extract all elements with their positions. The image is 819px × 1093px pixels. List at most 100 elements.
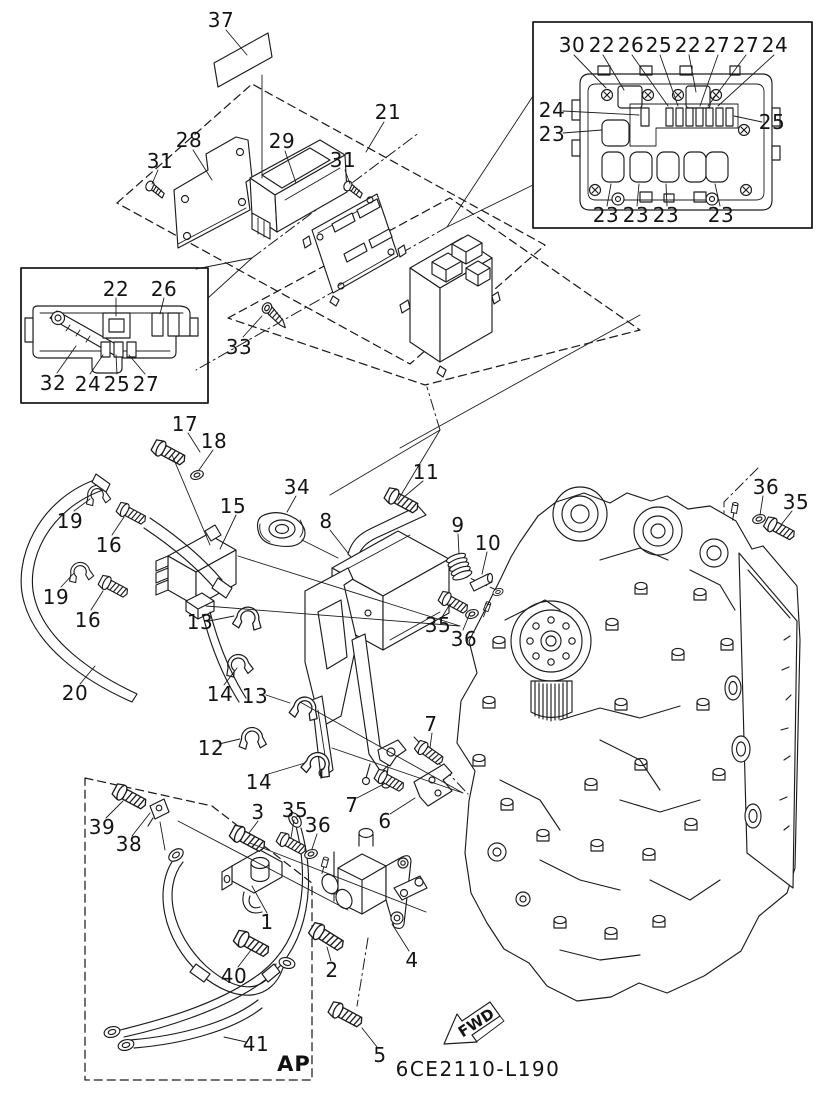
- bolt-7a: [412, 738, 447, 769]
- grommet-34: [256, 512, 306, 548]
- callout-2: 2: [325, 958, 339, 982]
- callout-27: 27: [132, 372, 160, 396]
- callout-17: 17: [171, 412, 199, 436]
- callout-5: 5: [373, 1043, 387, 1067]
- leader-lines: [56, 29, 793, 1048]
- engine-block: [456, 486, 801, 1002]
- callout-15: 15: [219, 494, 247, 518]
- callout-4: 4: [405, 948, 419, 972]
- callout-36: 36: [450, 627, 478, 651]
- callout-13: 13: [241, 684, 269, 708]
- callout-1: 1: [260, 910, 274, 934]
- label-sticker-37: [213, 32, 273, 88]
- callout-19: 19: [56, 509, 84, 533]
- terminal-1: [221, 849, 283, 914]
- screw-31a: [143, 179, 168, 199]
- clamp-19b: [65, 559, 95, 585]
- bolt-2: [306, 919, 348, 955]
- bolt-35-right: [761, 514, 798, 544]
- bolt-5: [326, 999, 366, 1031]
- clamp-14a: [221, 650, 255, 680]
- callout-23: 23: [707, 203, 735, 227]
- callout-12: 12: [197, 736, 225, 760]
- inset-pointer-right: [446, 95, 534, 228]
- fuse-box: [399, 234, 501, 378]
- fork-terminal: [319, 856, 330, 875]
- callout-10: 10: [474, 531, 502, 555]
- washer-18: [188, 468, 206, 482]
- bracket-6: [413, 763, 453, 807]
- callout-24: 24: [74, 372, 102, 396]
- callout-21: 21: [374, 100, 402, 124]
- bolt-16b: [96, 573, 131, 601]
- callout-40: 40: [220, 964, 248, 988]
- callout-28: 28: [175, 128, 203, 152]
- callout-23: 23: [538, 122, 566, 146]
- callout-38: 38: [115, 832, 143, 856]
- inset-fuse-box: [532, 21, 813, 229]
- battery-leads-41: [102, 809, 309, 1053]
- callout-23: 23: [592, 203, 620, 227]
- inset-fuse-holder: [20, 267, 209, 404]
- screw-33: [258, 300, 293, 329]
- callout-23: 23: [622, 203, 650, 227]
- callout-32: 32: [39, 371, 67, 395]
- clip-38: [147, 798, 170, 827]
- callout-7: 7: [424, 712, 438, 736]
- callout-6: 6: [378, 809, 392, 833]
- callout-35: 35: [782, 490, 810, 514]
- callout-11: 11: [412, 460, 440, 484]
- callout-36: 36: [304, 813, 332, 837]
- callout-36: 36: [752, 475, 780, 499]
- ecu-unit: [302, 193, 407, 307]
- callout-25: 25: [645, 33, 673, 57]
- callout-18: 18: [200, 429, 228, 453]
- callout-14: 14: [245, 770, 273, 794]
- callout-23: 23: [652, 203, 680, 227]
- relay-15: [155, 524, 237, 620]
- callout-26: 26: [617, 33, 645, 57]
- fwd-arrow-label: FWD: [455, 1005, 498, 1041]
- callout-27: 27: [703, 33, 731, 57]
- wire-harness-20: [20, 473, 247, 703]
- callout-31: 31: [146, 149, 174, 173]
- callout-19: 19: [42, 585, 70, 609]
- fwd-arrow: FWD: [443, 1001, 505, 1045]
- callout-30: 30: [558, 33, 586, 57]
- callout-22: 22: [102, 277, 130, 301]
- callout-9: 9: [451, 513, 465, 537]
- callout-20: 20: [61, 681, 89, 705]
- callout-25: 25: [758, 110, 786, 134]
- pin-10: [469, 572, 505, 598]
- callout-35: 35: [424, 613, 452, 637]
- callout-7: 7: [345, 793, 359, 817]
- callout-16: 16: [74, 608, 102, 632]
- callout-35: 35: [281, 798, 309, 822]
- callout-29: 29: [268, 129, 296, 153]
- callout-33: 33: [225, 335, 253, 359]
- callout-13: 13: [186, 610, 214, 634]
- callout-25: 25: [103, 372, 131, 396]
- callout-34: 34: [283, 475, 311, 499]
- callout-37: 37: [207, 8, 235, 32]
- callout-27: 27: [732, 33, 760, 57]
- plate-28: [173, 136, 253, 249]
- callout-24: 24: [538, 98, 566, 122]
- callout-16: 16: [95, 533, 123, 557]
- cover-29: [249, 139, 348, 240]
- bolt-17: [149, 437, 189, 469]
- callout-3: 3: [251, 800, 265, 824]
- callout-31: 31: [329, 148, 357, 172]
- starter-relay-4: [321, 827, 428, 930]
- callout-22: 22: [674, 33, 702, 57]
- inset-pointer-left: [195, 257, 253, 299]
- ap-label: AP: [277, 1052, 311, 1076]
- bolt-11: [382, 485, 422, 517]
- clamp-12: [236, 725, 268, 751]
- callout-14: 14: [206, 682, 234, 706]
- drawing-code: 6CE2110-L190: [395, 1057, 561, 1081]
- callout-24: 24: [761, 33, 789, 57]
- dashed-group-boxes: [84, 83, 641, 1081]
